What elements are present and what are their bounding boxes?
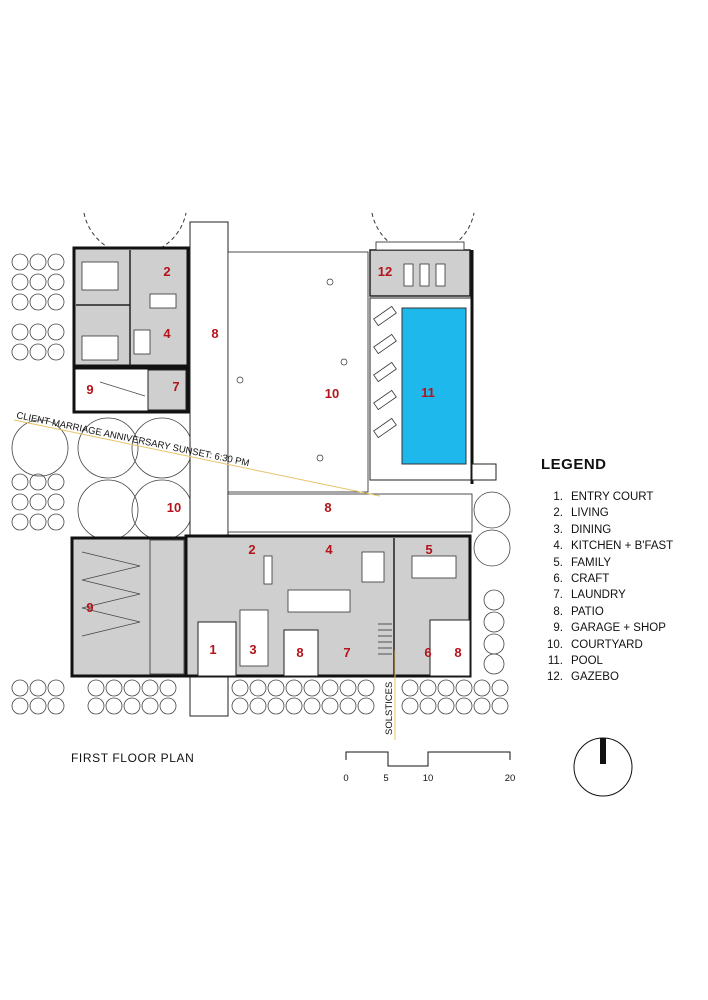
legend-item: 2.LIVING [553,507,609,520]
legend-item: 9.GARAGE + SHOP [553,622,666,635]
legend-item: 6.CRAFT [553,573,610,586]
room-number-10-lower: 10 [167,500,181,515]
room-number-3: 3 [249,642,256,657]
planting-bottom [11,491,511,715]
room-number-9-main: 9 [86,600,93,615]
room-number-11: 11 [421,385,435,400]
patio-band [227,493,473,533]
pool [401,307,467,465]
room-number-7-main: 7 [343,645,350,660]
pool-loungers [373,305,397,439]
room-number-2-main: 2 [248,542,255,557]
room-number-8-patio: 8 [324,500,331,515]
legend-title: LEGEND [541,456,607,473]
room-number-7-upper: 7 [172,379,179,394]
room-number-12: 12 [378,264,392,279]
legend-item: 7.LAUNDRY [553,589,626,602]
legend-item: 3.DINING [553,523,612,536]
room-number-8-walkway: 8 [211,326,218,341]
room-number-1: 1 [209,642,216,657]
north-arrow-icon [573,737,633,797]
room-number-6: 6 [424,645,431,660]
legend-item: 12.GAZEBO [547,671,619,684]
scale-tick-5: 5 [383,773,388,784]
legend-item: 5.FAMILY [553,556,612,569]
courtyard-upper [227,251,369,493]
scale-bar [345,751,511,767]
sunset-line [13,419,381,497]
legend-list: 1.ENTRY COURT 2.LIVING 3.DINING 4.KITCHE… [541,489,673,686]
room-numbers: 1 2 2 3 4 4 5 6 7 7 8 8 8 8 9 9 10 10 11… [86,264,461,660]
legend-item: 4.KITCHEN + B'FAST [553,540,674,553]
room-number-9-upper: 9 [86,382,93,397]
solstices-annotation: SOLSTICES [384,682,395,735]
scale-tick-0: 0 [343,773,348,784]
scale-ticks: 0 5 10 20 [343,773,515,784]
room-number-5: 5 [425,542,432,557]
room-number-8-side: 8 [454,645,461,660]
legend-item: 8.PATIO [553,605,604,618]
plan-title: FIRST FLOOR PLAN [71,751,195,765]
legend-item: 11.POOL [547,655,603,668]
room-number-2-upper: 2 [163,264,170,279]
room-number-8-front: 8 [296,645,303,660]
room-number-10-courtyard: 10 [325,386,339,401]
room-number-4-main: 4 [325,542,333,557]
legend-item: 10.COURTYARD [547,638,643,651]
scale-tick-20: 20 [505,773,516,784]
scale-tick-10: 10 [423,773,434,784]
room-number-4-upper: 4 [163,326,171,341]
legend-item: 1.ENTRY COURT [553,491,654,503]
